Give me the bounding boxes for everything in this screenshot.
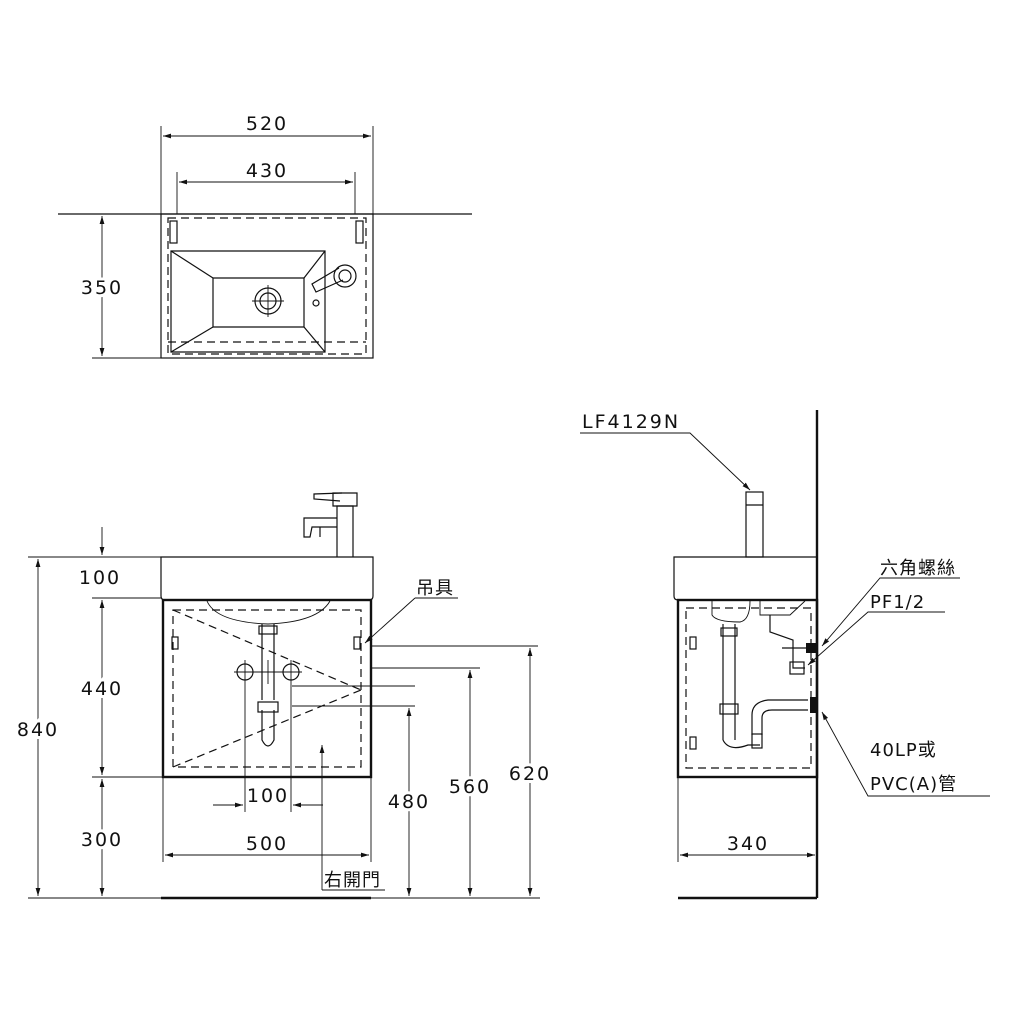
faucet-body (336, 505, 354, 557)
hanger-left (169, 220, 178, 244)
drain-label-line2: PVC(A)管 (870, 774, 957, 795)
basin-underside (711, 600, 751, 623)
dim-100-top: 100 (79, 567, 121, 589)
cabinet (161, 598, 373, 779)
hanger-right (355, 220, 364, 244)
basin-edge (170, 326, 214, 353)
dim-520: 520 (246, 113, 288, 135)
wall-fitting (810, 697, 818, 713)
door-label: 右開門 (324, 870, 381, 891)
supply-label: PF1/2 (870, 592, 925, 613)
supply-pipe (769, 615, 805, 669)
leader-line (821, 711, 990, 797)
dim-560: 560 (449, 776, 491, 798)
trap-nut (257, 701, 279, 713)
dim-100-drain: 100 (247, 785, 289, 807)
hanger-left (171, 636, 179, 650)
leader-line (807, 611, 945, 666)
cabinet-hidden (172, 609, 362, 768)
faucet-spout (303, 517, 337, 538)
hanger-right (353, 636, 361, 650)
trap-nut (719, 703, 739, 715)
basin-bottom (212, 277, 305, 328)
basin-edge (303, 326, 326, 353)
waste-pipe (751, 699, 808, 735)
dim-300: 300 (81, 829, 123, 851)
top-view-outline (160, 213, 374, 359)
top-view-hidden-outline (167, 217, 367, 355)
angle-valve (789, 661, 805, 675)
dim-840: 840 (17, 719, 59, 741)
hanger-label: 吊具 (416, 578, 454, 599)
faucet-cap (332, 492, 358, 507)
hex-screw-label: 六角螺絲 (880, 558, 956, 579)
faucet-body (338, 269, 352, 283)
dim-350: 350 (81, 277, 123, 299)
front-view: 100 440 300 840 100 500 右開門 吊具 480 560 (14, 492, 552, 900)
countertop (160, 556, 374, 601)
faucet-body (745, 491, 764, 558)
faucet-handle (311, 267, 344, 293)
drain-nut (258, 625, 278, 635)
basin-underside (206, 600, 331, 625)
faucet-model-label: LF4129N (582, 411, 680, 433)
faucet-base (333, 264, 357, 288)
dim-440: 440 (81, 678, 123, 700)
drain-label-line1: 40LP或 (870, 740, 937, 761)
waste-pipe (761, 709, 808, 735)
dim-500: 500 (246, 833, 288, 855)
side-view: LF4129N 六角螺絲 PF1/2 40LP或 PVC(A)管 340 (580, 410, 990, 900)
leader-line (364, 597, 416, 644)
overflow-hole (312, 299, 320, 307)
dim-620: 620 (509, 763, 551, 785)
p-trap (261, 710, 275, 747)
basin-edge (170, 250, 214, 279)
p-trap (722, 739, 760, 749)
hanger (689, 736, 697, 750)
door-swing-line (172, 689, 362, 768)
drain-nut (720, 627, 738, 637)
dim-430: 430 (246, 160, 288, 182)
faucet-lever (313, 492, 343, 502)
top-view: 520 430 350 (58, 113, 472, 359)
cabinet (676, 598, 819, 779)
basin-edge (303, 250, 326, 279)
hanger (689, 636, 697, 650)
dim-340: 340 (727, 833, 769, 855)
leader-line (821, 577, 960, 647)
basin-underside (759, 600, 806, 616)
supply-fitting (806, 643, 818, 653)
door-swing-line (172, 609, 362, 691)
dim-480: 480 (388, 791, 430, 813)
leader-line (580, 432, 751, 491)
countertop (673, 556, 818, 601)
trap-nut (751, 733, 763, 749)
cabinet-hidden (685, 607, 812, 769)
